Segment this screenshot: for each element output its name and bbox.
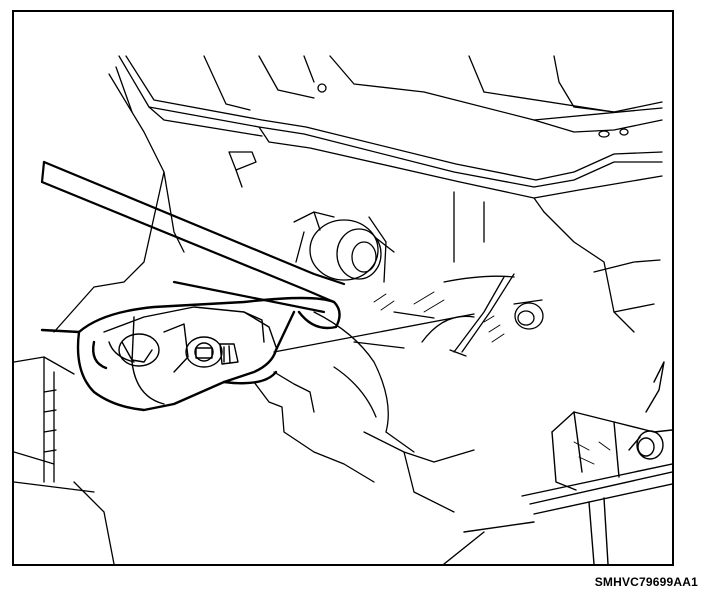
illustration-frame <box>12 10 674 566</box>
left-body <box>14 66 185 564</box>
long-rod <box>40 160 346 314</box>
cable-bracket <box>40 296 341 412</box>
bolt-plate <box>103 306 277 405</box>
lower-right-rail <box>443 361 672 564</box>
right-body <box>273 191 661 357</box>
hatching <box>373 291 611 465</box>
lower-assembly <box>253 311 475 513</box>
mechanical-illustration <box>14 55 672 564</box>
upper-housing <box>118 55 663 213</box>
pivot-hub <box>293 211 395 283</box>
figure-id-label: SMHVC79699AA1 <box>594 575 698 589</box>
